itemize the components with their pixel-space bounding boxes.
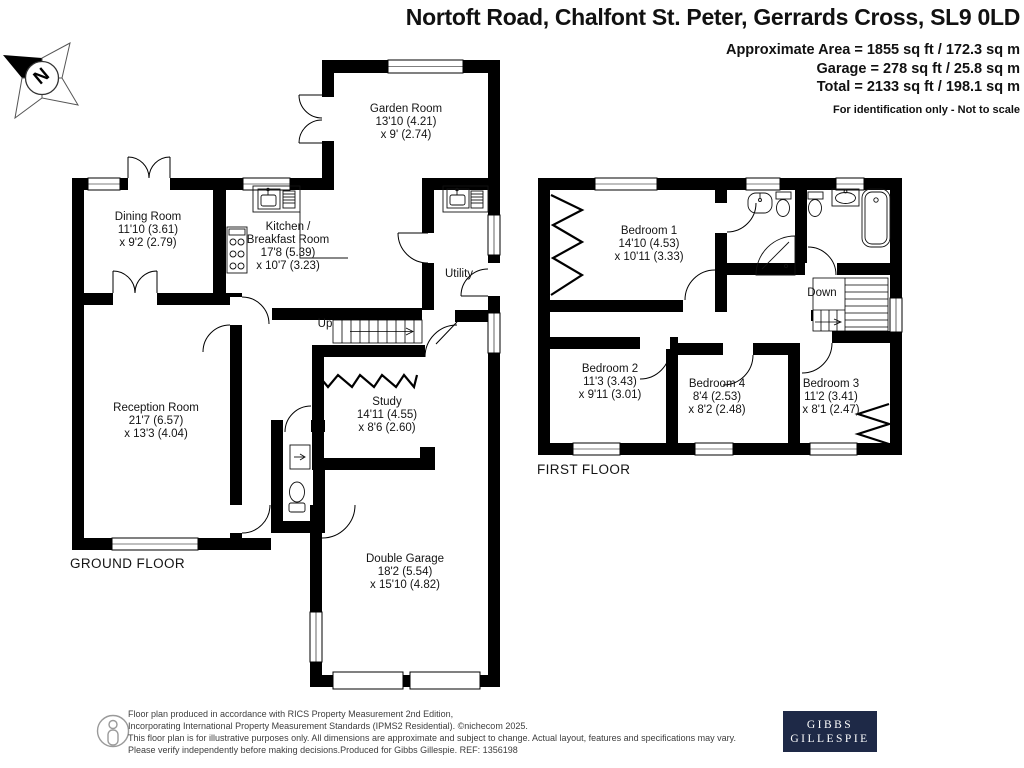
- label-study: Study 14'11 (4.55) x 8'6 (2.60): [356, 396, 418, 434]
- kitchen-counter: [299, 212, 348, 259]
- label-bedroom-2: Bedroom 2 11'3 (3.43) x 9'11 (3.01): [578, 363, 642, 401]
- study-wardrobe: [317, 373, 419, 390]
- label-bedroom-1: Bedroom 1 14'10 (4.53) x 10'11 (3.33): [614, 225, 684, 263]
- utility-sink-icon: [442, 185, 489, 213]
- toilet-icon: [288, 481, 306, 513]
- stairs-first: [812, 277, 889, 332]
- identification-note: For identification only - Not to scale: [832, 103, 1020, 116]
- label-bedroom-4: Bedroom 4 8'4 (2.53) x 8'2 (2.48): [688, 378, 746, 416]
- door-arcs: [112, 94, 837, 539]
- fixtures-layer: [226, 185, 891, 513]
- nichecom-person-icon: [96, 714, 130, 748]
- stairs-up-label: Up: [317, 318, 333, 330]
- bathroom-sink-icon: [831, 188, 860, 207]
- label-double-garage: Double Garage 18'2 (5.54) x 15'10 (4.82): [366, 553, 444, 591]
- logo-line-2: GILLESPIE: [790, 733, 870, 745]
- walls-layer: [72, 60, 902, 687]
- ground-floor-caption: GROUND FLOOR: [70, 556, 186, 571]
- garage-door-panel: [332, 671, 404, 690]
- disclaimer: Floor plan produced in accordance with R…: [128, 709, 736, 755]
- bedroom3-wardrobe: [854, 402, 893, 446]
- label-dining-room: Dining Room 11'10 (3.61) x 9'2 (2.79): [114, 211, 182, 249]
- page-title: Nortoft Road, Chalfont St. Peter, Gerrar…: [405, 4, 1021, 30]
- bedroom1-wardrobe: [550, 194, 585, 296]
- stairs-down-label: Down: [807, 287, 837, 299]
- gibbs-gillespie-logo: GIBBS GILLESPIE: [783, 711, 877, 752]
- ensuite-toilet-icon: [775, 191, 792, 217]
- logo-line-1: GIBBS: [806, 719, 854, 731]
- garage-door-panel: [409, 671, 481, 690]
- windows-layer: [87, 59, 903, 690]
- corner-shower-icon: [755, 235, 796, 276]
- bathroom-toilet-icon: [807, 191, 824, 217]
- first-floor-caption: FIRST FLOOR: [537, 462, 631, 477]
- hob-icon: [226, 226, 248, 274]
- label-reception-room: Reception Room 21'7 (6.57) x 13'3 (4.04): [113, 402, 199, 440]
- label-bedroom-3: Bedroom 3 11'2 (3.41) x 8'1 (2.47): [802, 378, 860, 416]
- bathtub-icon: [861, 188, 891, 248]
- stairs-ground: [332, 319, 423, 344]
- label-garden-room: Garden Room 13'10 (4.21) x 9' (2.74): [369, 103, 443, 141]
- compass-icon: [3, 42, 79, 120]
- door-openings: [113, 178, 837, 533]
- label-kitchen-breakfast-room: Kitchen / Breakfast Room 17'8 (5.39) x 1…: [246, 221, 330, 272]
- window-midlines: [88, 66, 897, 662]
- label-utility: Utility: [444, 268, 474, 280]
- garage-area: Garage = 278 sq ft / 25.8 sq m: [816, 60, 1020, 77]
- ensuite-sink-icon: [747, 192, 773, 214]
- wc-cupboard-icon: [289, 444, 311, 470]
- total-area: Total = 2133 sq ft / 198.1 sq m: [816, 79, 1020, 95]
- approximate-area: Approximate Area = 1855 sq ft / 172.3 sq…: [725, 42, 1020, 58]
- wardrobe-symbols: [317, 194, 893, 446]
- area-summary: Approximate Area = 1855 sq ft / 172.3 sq…: [726, 41, 1020, 119]
- kitchen-sink-icon: [252, 185, 301, 213]
